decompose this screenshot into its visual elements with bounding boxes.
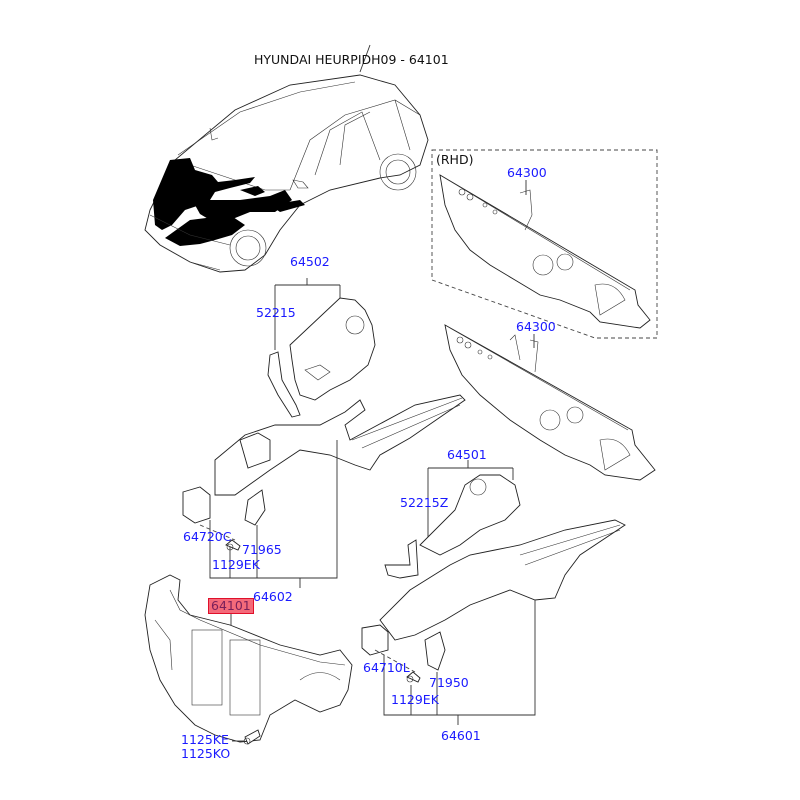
part-label-64501[interactable]: 64501 [447, 447, 487, 462]
rhd-note: (RHD) [436, 152, 474, 167]
part-label-64300-rhd[interactable]: 64300 [507, 165, 547, 180]
dash-panel-rhd-icon [439, 174, 651, 329]
fender-apron-upper-icon [267, 297, 376, 418]
side-member-right-icon [361, 519, 626, 671]
dash-panel-icon [444, 324, 656, 481]
side-member-left-icon [182, 394, 466, 526]
bolt-guide-line [199, 524, 236, 541]
part-label-64502[interactable]: 64502 [290, 254, 330, 269]
part-label-71950[interactable]: 71950 [429, 675, 469, 690]
diagram-title: HYUNDAI HEURPIDH09 - 64101 [254, 52, 449, 67]
leader-64601 [383, 600, 536, 725]
bolt-guide-line-2 [374, 649, 416, 673]
part-label-64720c[interactable]: 64720C [183, 529, 232, 544]
fender-apron-lower-icon [384, 474, 521, 579]
part-label-1129ek-a[interactable]: 1129EK [212, 557, 260, 572]
part-label-71965[interactable]: 71965 [242, 542, 282, 557]
part-label-1129ek-b[interactable]: 1129EK [391, 692, 439, 707]
car-overview-icon [144, 74, 429, 273]
part-label-64601[interactable]: 64601 [441, 728, 481, 743]
part-label-52215[interactable]: 52215 [256, 305, 296, 320]
part-label-1125ke[interactable]: 1125KE [181, 732, 229, 747]
bolt-1129ek-2-icon [406, 671, 421, 683]
part-label-64300[interactable]: 64300 [516, 319, 556, 334]
bolt-1125ke-icon [243, 729, 261, 745]
part-label-52215z[interactable]: 52215Z [400, 495, 449, 510]
part-label-64710l[interactable]: 64710L [363, 660, 410, 675]
rhd-group-outline [431, 149, 658, 339]
title-leader [359, 44, 371, 73]
part-label-64101-highlighted[interactable]: 64101 [208, 598, 254, 614]
front-carrier-panel-icon [144, 574, 353, 743]
part-label-1125ko[interactable]: 1125KO [181, 746, 231, 761]
part-label-64602[interactable]: 64602 [253, 589, 293, 604]
leader-64502 [274, 278, 341, 350]
leader-64602 [209, 440, 338, 588]
leader-64501 [427, 460, 514, 540]
bolt-1129ek-icon [225, 539, 241, 551]
